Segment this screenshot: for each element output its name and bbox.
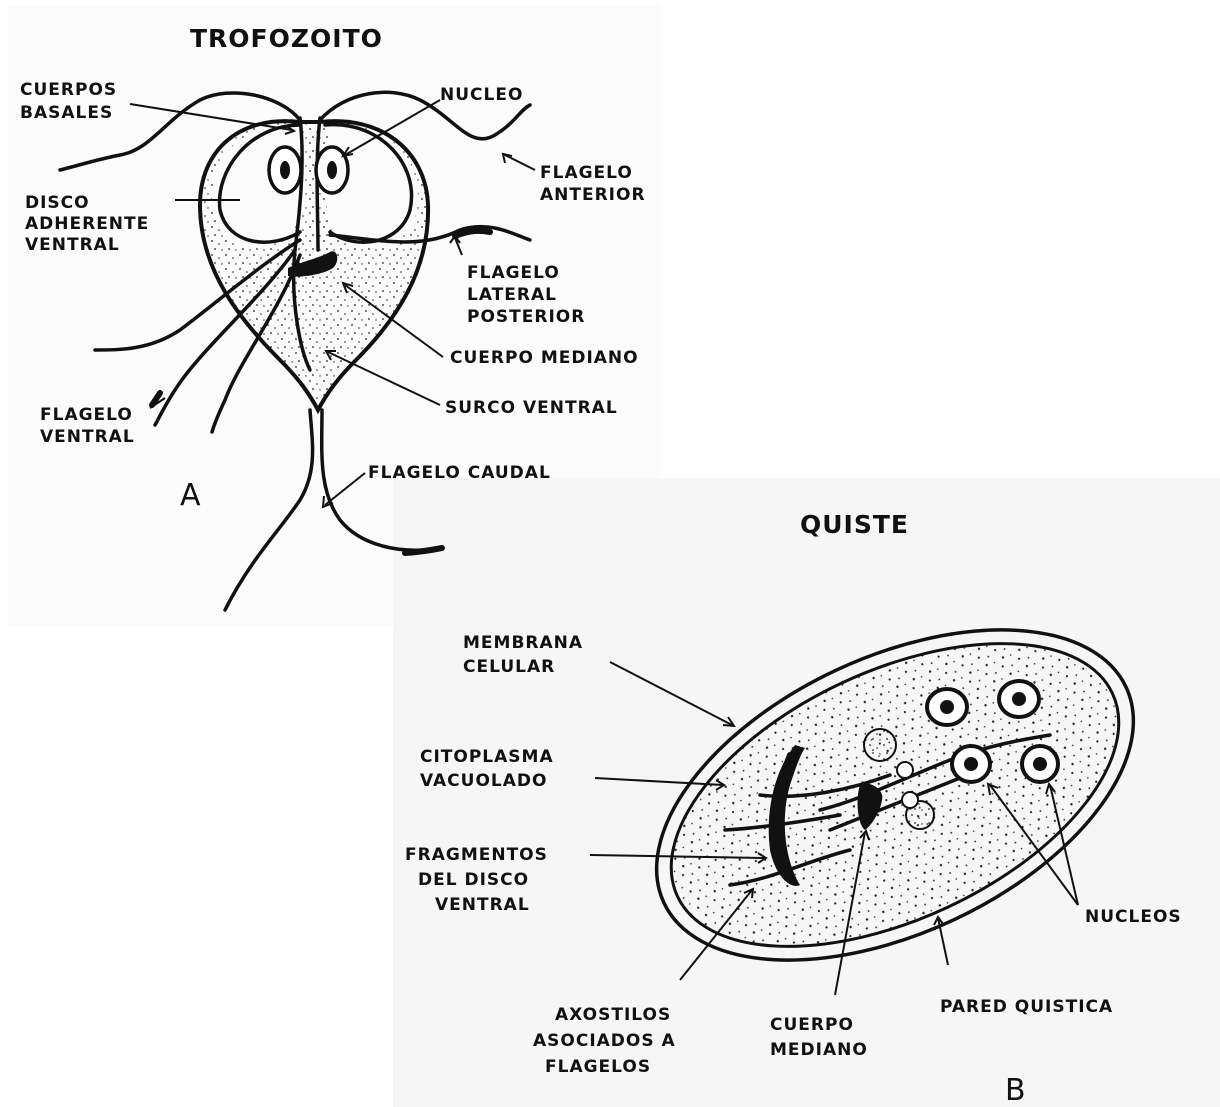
label-axostilos-2: ASOCIADOS A [533,1031,676,1051]
label-flagelo-lateral-3: POSTERIOR [467,307,585,327]
label-flagelo-ventral-1: FLAGELO [40,405,133,425]
label-citoplasma-2: VACUOLADO [420,771,547,791]
label-fragmentos-1: FRAGMENTOS [405,845,548,865]
label-cuerpo-mediano-a: CUERPO MEDIANO [450,348,639,368]
label-flagelo-caudal: FLAGELO CAUDAL [368,463,551,483]
label-disco-2: ADHERENTE [25,214,149,234]
label-surco-ventral: SURCO VENTRAL [445,398,618,418]
label-disco-1: DISCO [25,193,90,213]
cyst-body [606,562,1185,1028]
label-membrana-1: MEMBRANA [463,633,583,653]
trofozoito-title: TROFOZOITO [190,24,383,53]
label-citoplasma-1: CITOPLASMA [420,747,554,767]
label-nucleos: NUCLEOS [1085,907,1182,927]
label-cuerpo-mediano-b-1: CUERPO [770,1015,854,1035]
label-cuerpos-basales-2: BASALES [20,103,113,123]
label-cuerpo-mediano-b-2: MEDIANO [770,1040,868,1060]
label-membrana-2: CELULAR [463,657,555,677]
label-axostilos-1: AXOSTILOS [555,1005,671,1025]
label-fragmentos-3: VENTRAL [435,895,530,915]
label-flagelo-anterior-2: ANTERIOR [540,185,646,205]
label-nucleo: NUCLEO [440,85,523,105]
label-cuerpos-basales-1: CUERPOS [20,80,117,100]
panel-letter-a: A [180,478,201,513]
panel-letter-b: B [1005,1073,1026,1107]
label-flagelo-lateral-2: LATERAL [467,285,557,305]
label-axostilos-3: FLAGELOS [545,1057,651,1077]
label-fragmentos-2: DEL DISCO [418,870,529,890]
label-flagelo-anterior-1: FLAGELO [540,163,633,183]
label-disco-3: VENTRAL [25,235,120,255]
quiste-title: QUISTE [800,510,909,539]
label-flagelo-ventral-2: VENTRAL [40,427,135,447]
label-flagelo-lateral-1: FLAGELO [467,263,560,283]
label-pared-quistica: PARED QUISTICA [940,997,1113,1017]
